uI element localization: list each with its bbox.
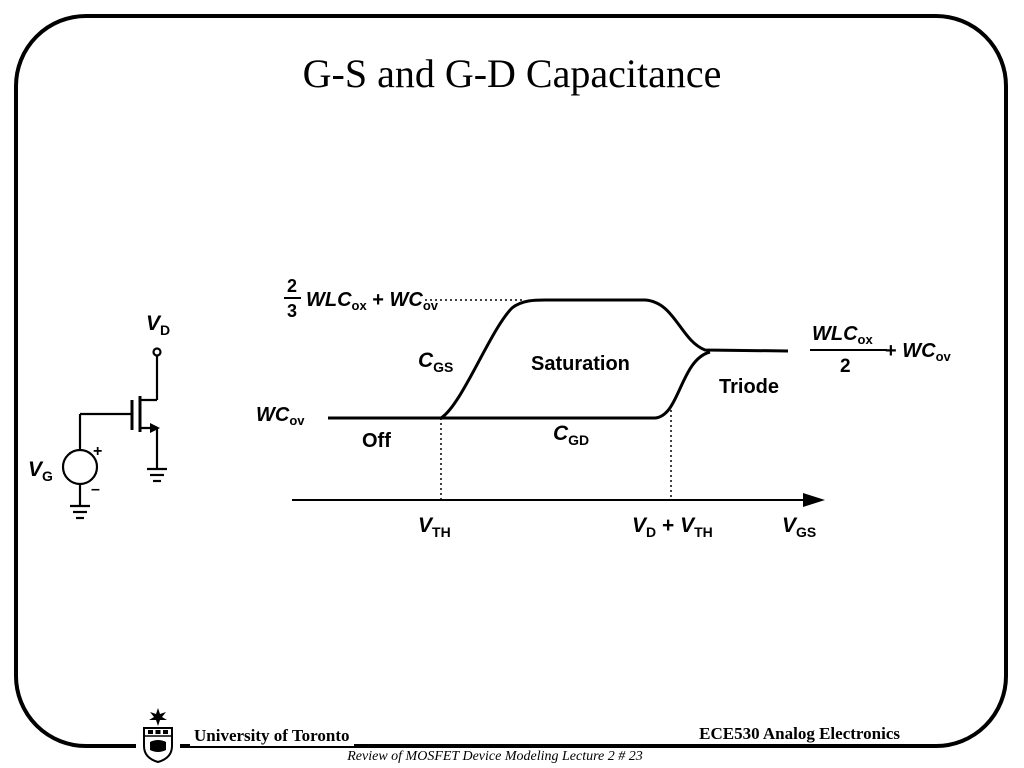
- cgd-label: CGD: [553, 422, 589, 448]
- cgs-label: CGS: [418, 349, 453, 375]
- slide-title: G-S and G-D Capacitance: [302, 51, 722, 96]
- cgd-curve: [441, 350, 711, 420]
- svg-text:2: 2: [287, 276, 297, 296]
- vd-label: VD: [146, 312, 170, 338]
- svg-text:2: 2: [840, 356, 851, 377]
- course-name: ECE530 Analog Electronics: [695, 724, 904, 744]
- svg-text:3: 3: [287, 301, 297, 321]
- svg-text:WLCox + WCov: WLCox + WCov: [306, 289, 439, 313]
- vth-tick-label: VTH: [418, 514, 451, 540]
- lecture-subtitle: Review of MOSFET Device Modeling Lecture…: [347, 749, 643, 764]
- svg-text:+ WCov: + WCov: [885, 340, 952, 364]
- wcov-left-label: WCov: [256, 404, 305, 428]
- vg-label: VG: [28, 458, 53, 484]
- drain-terminal: [152, 347, 162, 357]
- triode-label: Triode: [719, 376, 779, 398]
- vd-plus-vth-tick-label: VD + VTH: [632, 514, 713, 540]
- source-arrow: [150, 423, 160, 433]
- svg-text:WLCox: WLCox: [812, 323, 873, 347]
- vgs-axis-arrow: [803, 493, 825, 507]
- gate-voltage-source: [61, 448, 99, 486]
- vg-plus-sign: +: [93, 443, 102, 460]
- slide-frame: [14, 14, 1008, 748]
- vg-minus-sign: –: [91, 481, 100, 498]
- university-crest-icon: [136, 706, 180, 766]
- cgs-curve: [328, 298, 789, 420]
- top-level-label: 2 3 WLCox + WCov: [284, 276, 439, 321]
- right-level-label: WLCox 2 + WCov: [810, 323, 952, 377]
- saturation-label: Saturation: [531, 353, 630, 375]
- vgs-axis-label: VGS: [782, 514, 816, 540]
- university-name: University of Toronto: [190, 726, 354, 746]
- off-label: Off: [362, 430, 391, 452]
- mosfet-circuit: [61, 347, 167, 520]
